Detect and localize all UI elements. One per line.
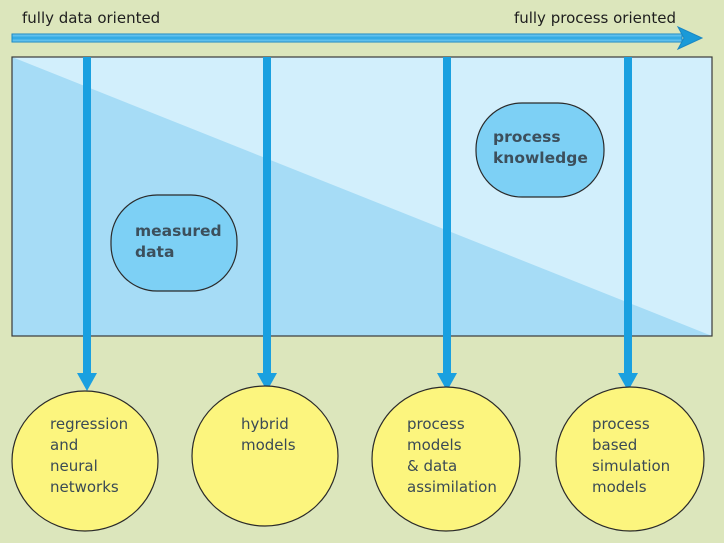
model-label-hybrid: hybrid models	[241, 415, 296, 454]
model-label-simulation: process based simulation models	[592, 415, 671, 496]
spectrum-panel	[11, 56, 713, 337]
model-circle-process-models	[371, 386, 521, 532]
model-arrows	[77, 57, 638, 391]
model-circle-simulation	[555, 386, 705, 532]
model-circle-regression	[11, 390, 159, 532]
left-axis-label: fully data oriented	[22, 9, 161, 27]
arrow-to-process-models	[437, 57, 457, 391]
measured-data-blob	[110, 194, 238, 292]
process-knowledge-blob	[475, 102, 605, 198]
orientation-axis-arrow	[11, 25, 704, 51]
measured-data-label: measured data	[135, 222, 222, 261]
arrow-to-simulation	[618, 57, 638, 391]
model-label-regression: regression and neural networks	[50, 415, 129, 496]
arrow-to-hybrid	[257, 57, 277, 391]
arrow-to-regression	[77, 57, 97, 391]
process-knowledge-label: process knowledge	[493, 128, 588, 167]
model-label-process-models: process models & data assimilation	[407, 415, 497, 496]
right-axis-label: fully process oriented	[513, 9, 676, 27]
model-circle-hybrid	[191, 385, 339, 527]
